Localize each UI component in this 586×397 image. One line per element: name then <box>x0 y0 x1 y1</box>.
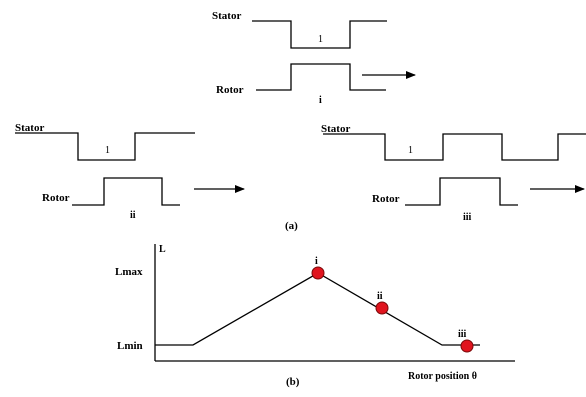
config-ii: Stator 1 Rotor ii <box>15 122 245 221</box>
caption-b: (b) <box>286 376 300 388</box>
rotor-profile-i <box>256 63 386 91</box>
config-label-ii: ii <box>130 210 136 221</box>
stator-profile-ii <box>15 132 195 161</box>
point-marker-ii <box>375 301 389 315</box>
point-marker-i <box>311 266 325 280</box>
lmin-label: Lmin <box>117 340 143 352</box>
point-label-iii: iii <box>458 329 467 340</box>
stator-label-ii: Stator <box>15 122 44 134</box>
stator-profile-i <box>252 20 387 49</box>
point-marker-iii <box>460 339 474 353</box>
inductance-plot: L Lmax Lmin i ii iii Rotor position θ <box>115 244 515 382</box>
inductance-curve <box>155 272 480 346</box>
tooth-label-i: 1 <box>318 34 323 45</box>
stator-label-i: Stator <box>212 10 241 22</box>
tooth-label-iii: 1 <box>408 145 413 156</box>
rotor-profile-iii <box>405 177 518 206</box>
tooth-label-ii: 1 <box>105 145 110 156</box>
stator-profile-iii <box>323 133 586 161</box>
point-label-i: i <box>315 256 318 267</box>
y-axis-label: L <box>159 244 166 255</box>
rotor-profile-ii <box>72 177 180 206</box>
config-iii: Stator 1 Rotor iii <box>321 123 586 223</box>
caption-a: (a) <box>285 220 298 232</box>
config-i: Stator 1 Rotor i <box>212 10 416 106</box>
config-label-i: i <box>319 95 322 106</box>
x-axis-label: Rotor position θ <box>408 371 477 382</box>
stator-label-iii: Stator <box>321 123 350 135</box>
point-label-ii: ii <box>377 291 383 302</box>
lmax-label: Lmax <box>115 266 143 278</box>
config-label-iii: iii <box>463 212 472 223</box>
rotor-label-i: Rotor <box>216 84 244 96</box>
rotor-label-iii: Rotor <box>372 193 400 205</box>
rotor-label-ii: Rotor <box>42 192 70 204</box>
